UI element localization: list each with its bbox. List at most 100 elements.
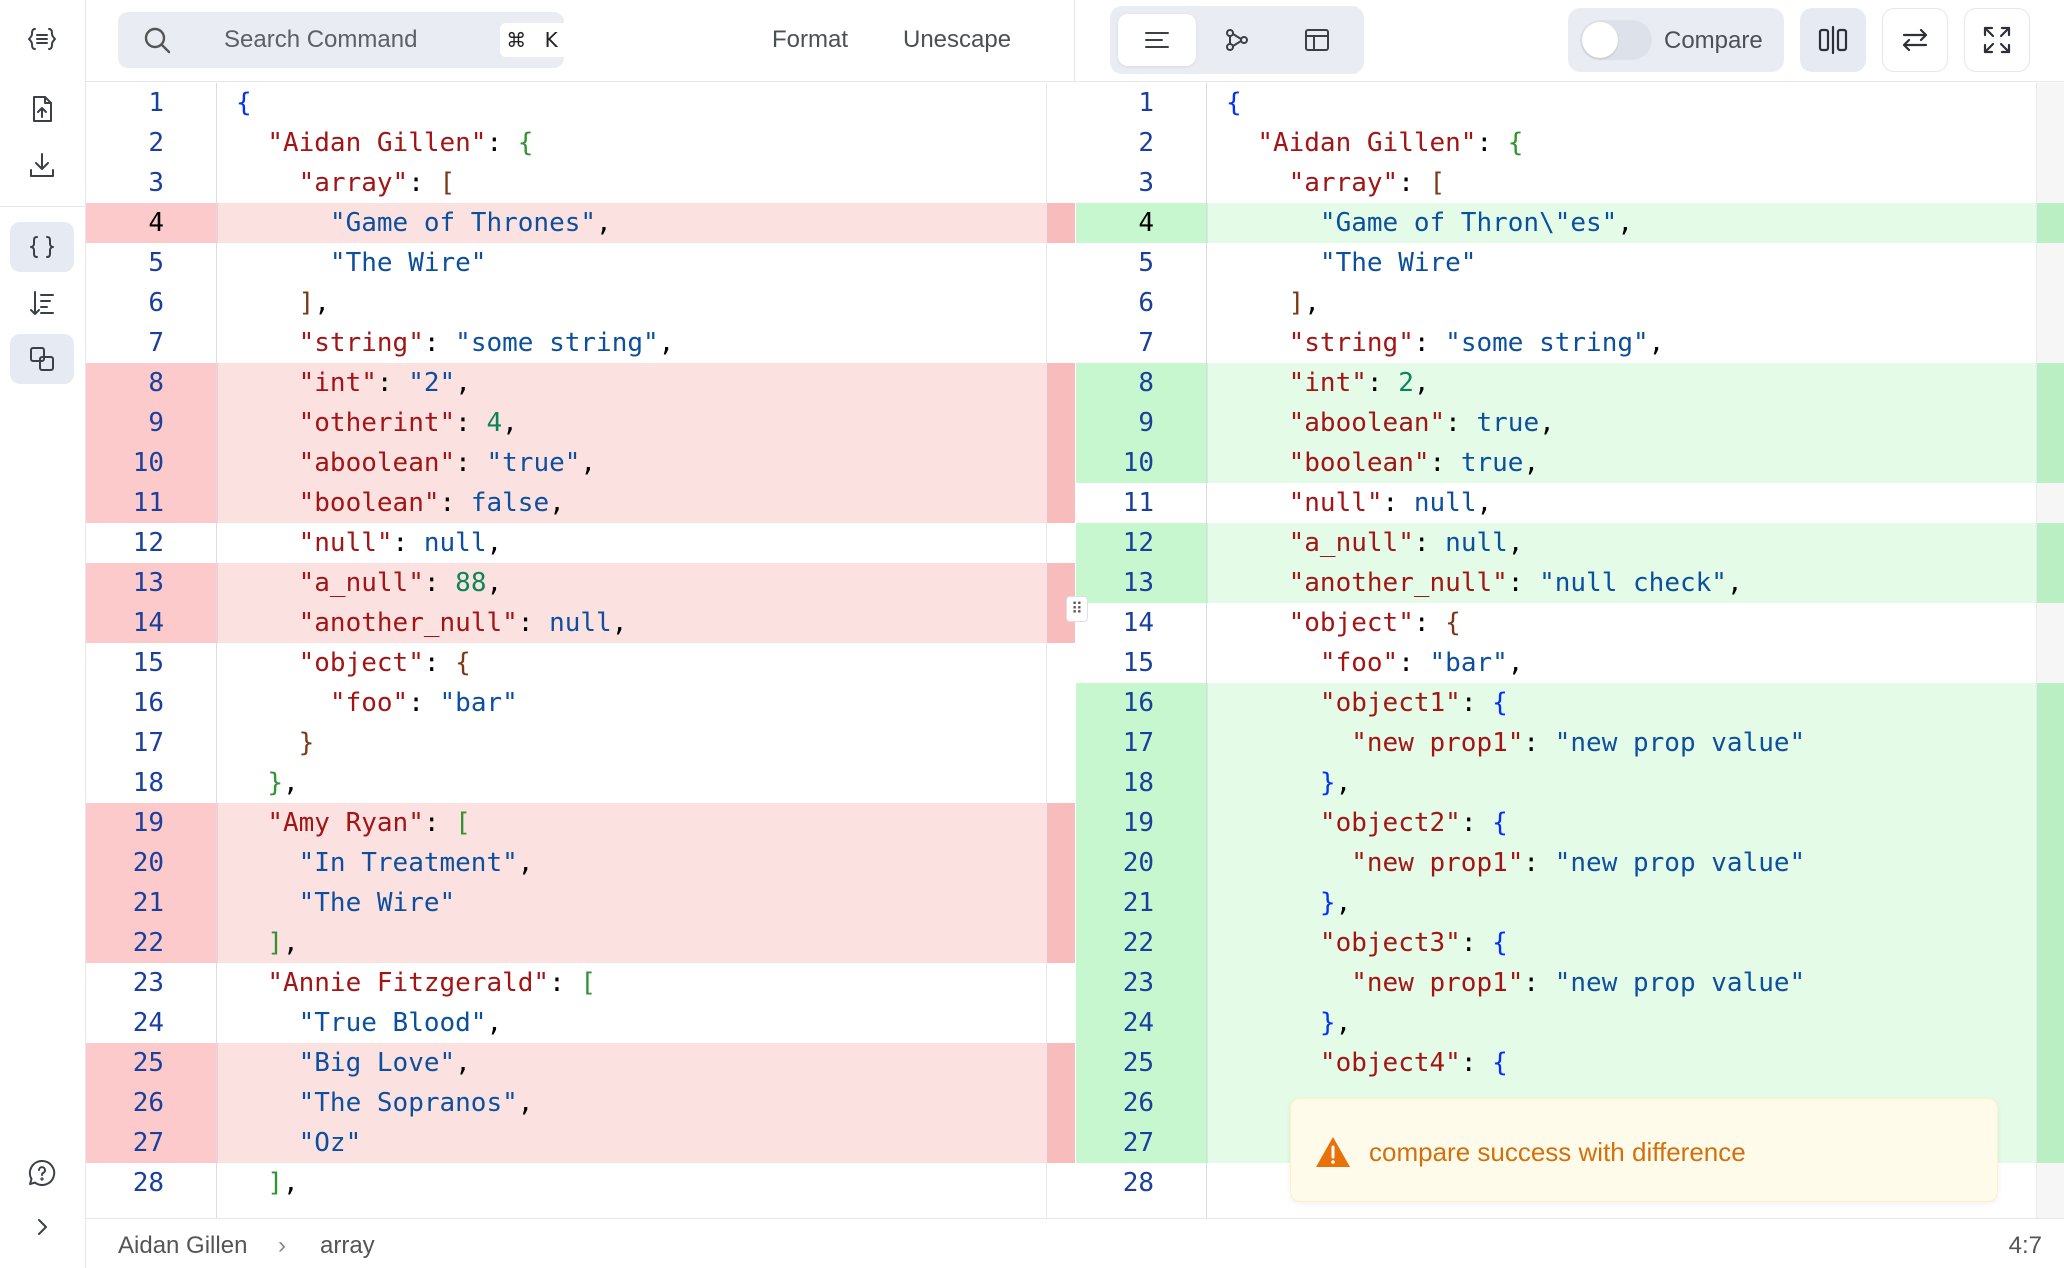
- split-view-icon[interactable]: [1800, 8, 1866, 72]
- code-line[interactable]: 10 "boolean": true,: [1076, 443, 2036, 483]
- code-line[interactable]: 15 "object": {: [86, 643, 1046, 683]
- breadcrumb-item[interactable]: Aidan Gillen: [118, 1232, 248, 1259]
- minimap-marker: [2037, 963, 2064, 1003]
- code-line[interactable]: 28 ],: [86, 1163, 1046, 1203]
- line-number: 1: [1138, 88, 1154, 118]
- code-text: "The Wire": [329, 248, 487, 278]
- code-line[interactable]: 1{: [86, 83, 1046, 123]
- code-line[interactable]: 24 "True Blood",: [86, 1003, 1046, 1043]
- line-number: 17: [132, 728, 164, 758]
- code-line[interactable]: 4 "Game of Thrones",: [86, 203, 1046, 243]
- code-line[interactable]: 26 "The Sopranos",: [86, 1083, 1046, 1123]
- fullscreen-icon[interactable]: [1964, 8, 2030, 72]
- code-line[interactable]: 27 "Oz": [86, 1123, 1046, 1163]
- code-line[interactable]: 18 },: [86, 763, 1046, 803]
- code-line[interactable]: 7 "string": "some string",: [1076, 323, 2036, 363]
- line-number: 27: [1076, 1123, 1208, 1163]
- search-command-box[interactable]: Search Command ⌘ K: [118, 12, 570, 68]
- minimap-marker: [2037, 1043, 2064, 1083]
- code-line[interactable]: 5 "The Wire": [1076, 243, 2036, 283]
- code-line[interactable]: 21 },: [1076, 883, 2036, 923]
- code-line[interactable]: 19 "Amy Ryan": [: [86, 803, 1046, 843]
- line-number: 25: [86, 1043, 218, 1083]
- code-line[interactable]: 3 "array": [: [86, 163, 1046, 203]
- code-line[interactable]: 1{: [1076, 83, 2036, 123]
- code-line[interactable]: 15 "foo": "bar",: [1076, 643, 2036, 683]
- code-line[interactable]: 22 "object3": {: [1076, 923, 2036, 963]
- code-line[interactable]: 24 },: [1076, 1003, 2036, 1043]
- code-line[interactable]: 7 "string": "some string",: [86, 323, 1046, 363]
- code-line[interactable]: 2 "Aidan Gillen": {: [86, 123, 1046, 163]
- graph-view-icon[interactable]: [1198, 14, 1276, 66]
- code-line[interactable]: 5 "The Wire": [86, 243, 1046, 283]
- right-editor[interactable]: 1{2 "Aidan Gillen": {3 "array": [4 "Game…: [1076, 83, 2036, 1218]
- code-line[interactable]: 16 "object1": {: [1076, 683, 2036, 723]
- code-text: "otherint": 4,: [298, 408, 518, 438]
- compare-icon[interactable]: [10, 334, 74, 384]
- code-line[interactable]: 21 "The Wire": [86, 883, 1046, 923]
- minimap-marker: [1047, 203, 1075, 243]
- code-line[interactable]: 20 "new prop1": "new prop value": [1076, 843, 2036, 883]
- braces-icon[interactable]: [10, 222, 74, 272]
- text-view-icon[interactable]: [1118, 14, 1196, 66]
- code-line[interactable]: 13 "another_null": "null check",: [1076, 563, 2036, 603]
- code-line[interactable]: 9 "aboolean": true,: [1076, 403, 2036, 443]
- code-line[interactable]: 6 ],: [1076, 283, 2036, 323]
- download-icon[interactable]: [10, 140, 74, 190]
- left-diff-minimap[interactable]: [1046, 83, 1075, 1218]
- code-line[interactable]: 17 }: [86, 723, 1046, 763]
- code-line[interactable]: 16 "foo": "bar": [86, 683, 1046, 723]
- code-line[interactable]: 2 "Aidan Gillen": {: [1076, 123, 2036, 163]
- code-line[interactable]: 14 "another_null": null,: [86, 603, 1046, 643]
- code-line[interactable]: 3 "array": [: [1076, 163, 2036, 203]
- code-line[interactable]: 22 ],: [86, 923, 1046, 963]
- code-line[interactable]: 11 "boolean": false,: [86, 483, 1046, 523]
- line-number: 18: [1076, 763, 1208, 803]
- code-line[interactable]: 17 "new prop1": "new prop value": [1076, 723, 2036, 763]
- code-line[interactable]: 23 "new prop1": "new prop value": [1076, 963, 2036, 1003]
- code-line[interactable]: 11 "null": null,: [1076, 483, 2036, 523]
- code-line[interactable]: 20 "In Treatment",: [86, 843, 1046, 883]
- split-resize-handle[interactable]: ⠿: [1066, 596, 1088, 622]
- line-number: 22: [1076, 923, 1208, 963]
- json-logo-icon[interactable]: [10, 14, 74, 64]
- sort-icon[interactable]: [10, 278, 74, 328]
- code-line[interactable]: 8 "int": 2,: [1076, 363, 2036, 403]
- code-line[interactable]: 14 "object": {: [1076, 603, 2036, 643]
- code-line[interactable]: 25 "Big Love",: [86, 1043, 1046, 1083]
- code-line[interactable]: 12 "a_null": null,: [1076, 523, 2036, 563]
- code-line[interactable]: 4 "Game of Thron\"es",: [1076, 203, 2036, 243]
- line-number: 27: [86, 1123, 218, 1163]
- swap-icon[interactable]: [1882, 8, 1948, 72]
- compare-toggle[interactable]: [1580, 20, 1652, 60]
- code-text: }: [298, 728, 315, 758]
- code-line[interactable]: 19 "object2": {: [1076, 803, 2036, 843]
- chevron-right-icon[interactable]: [10, 1202, 74, 1252]
- code-text: "The Wire": [298, 888, 456, 918]
- search-placeholder: Search Command: [224, 26, 418, 53]
- file-upload-icon[interactable]: [10, 84, 74, 134]
- shortcut-badge: ⌘ K: [500, 23, 570, 57]
- format-button[interactable]: Format: [772, 26, 849, 53]
- minimap-marker: [2037, 1003, 2064, 1043]
- code-line[interactable]: 25 "object4": {: [1076, 1043, 2036, 1083]
- code-line[interactable]: 6 ],: [86, 283, 1046, 323]
- code-line[interactable]: 23 "Annie Fitzgerald": [: [86, 963, 1046, 1003]
- right-diff-minimap[interactable]: [2036, 83, 2064, 1218]
- left-editor[interactable]: 1{2 "Aidan Gillen": {3 "array": [4 "Game…: [86, 83, 1096, 1218]
- sidebar-divider: [0, 206, 86, 207]
- line-number: 4: [86, 203, 218, 243]
- table-view-icon[interactable]: [1278, 14, 1356, 66]
- code-line[interactable]: 9 "otherint": 4,: [86, 403, 1046, 443]
- minimap-marker: [2037, 923, 2064, 963]
- code-line[interactable]: 18 },: [1076, 763, 2036, 803]
- code-line[interactable]: 8 "int": "2",: [86, 363, 1046, 403]
- help-icon[interactable]: [10, 1148, 74, 1198]
- code-line[interactable]: 12 "null": null,: [86, 523, 1046, 563]
- breadcrumb-item[interactable]: array: [320, 1232, 375, 1259]
- code-text: "object3": {: [1319, 928, 1508, 958]
- code-line[interactable]: 13 "a_null": 88,: [86, 563, 1046, 603]
- unescape-button[interactable]: Unescape: [903, 26, 1012, 53]
- code-line[interactable]: 10 "aboolean": "true",: [86, 443, 1046, 483]
- line-number: 10: [1076, 443, 1208, 483]
